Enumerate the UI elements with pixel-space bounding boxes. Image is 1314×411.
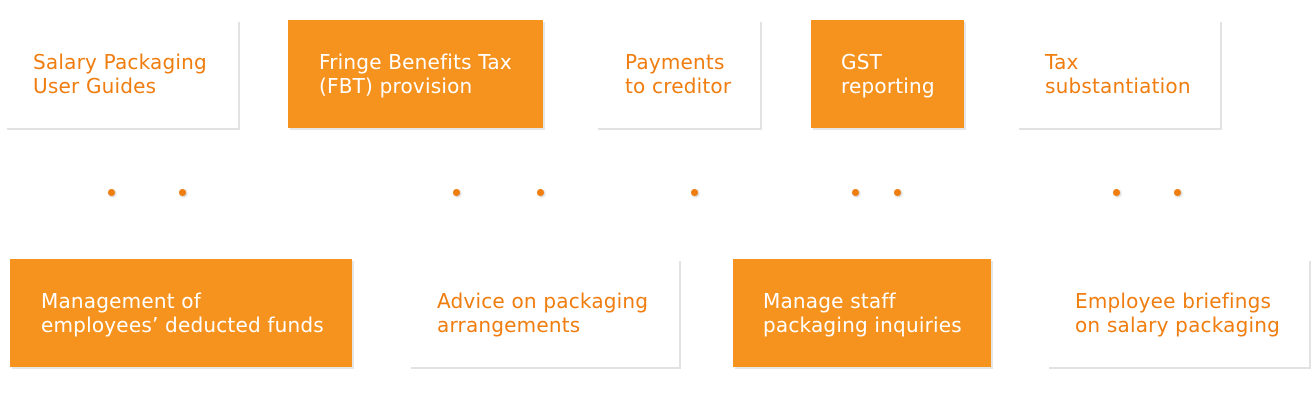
connector-dot	[537, 189, 544, 196]
card-label: Fringe Benefits Tax (FBT) provision	[319, 50, 512, 98]
card-label: GST reporting	[841, 50, 935, 98]
card-advice-packaging-arrangements: Advice on packaging arrangements	[409, 259, 679, 367]
card-label: Tax substantiation	[1045, 50, 1191, 98]
connector-dot	[691, 189, 698, 196]
card-gst-reporting: GST reporting	[811, 20, 964, 128]
card-label: Manage staff packaging inquiries	[763, 289, 962, 337]
connector-dot	[852, 189, 859, 196]
card-fbt-provision: Fringe Benefits Tax (FBT) provision	[288, 20, 543, 128]
card-label: Management of employees’ deducted funds	[41, 289, 324, 337]
card-label: Employee briefings on salary packaging	[1075, 289, 1281, 337]
connector-dot	[179, 189, 186, 196]
connector-dot	[108, 189, 115, 196]
card-manage-staff-inquiries: Manage staff packaging inquiries	[733, 259, 991, 367]
connector-dot	[1113, 189, 1120, 196]
card-label: Salary Packaging User Guides	[33, 50, 207, 98]
card-tax-substantiation: Tax substantiation	[1017, 20, 1220, 128]
card-employee-briefings: Employee briefings on salary packaging	[1047, 259, 1309, 367]
connector-dot	[1174, 189, 1181, 196]
connector-dot	[894, 189, 901, 196]
card-label: Advice on packaging arrangements	[437, 289, 649, 337]
card-management-deducted-funds: Management of employees’ deducted funds	[10, 259, 352, 367]
card-label: Payments to creditor	[625, 50, 732, 98]
card-payments-to-creditor: Payments to creditor	[596, 20, 760, 128]
connector-dot	[453, 189, 460, 196]
card-salary-packaging-user-guides: Salary Packaging User Guides	[5, 20, 238, 128]
